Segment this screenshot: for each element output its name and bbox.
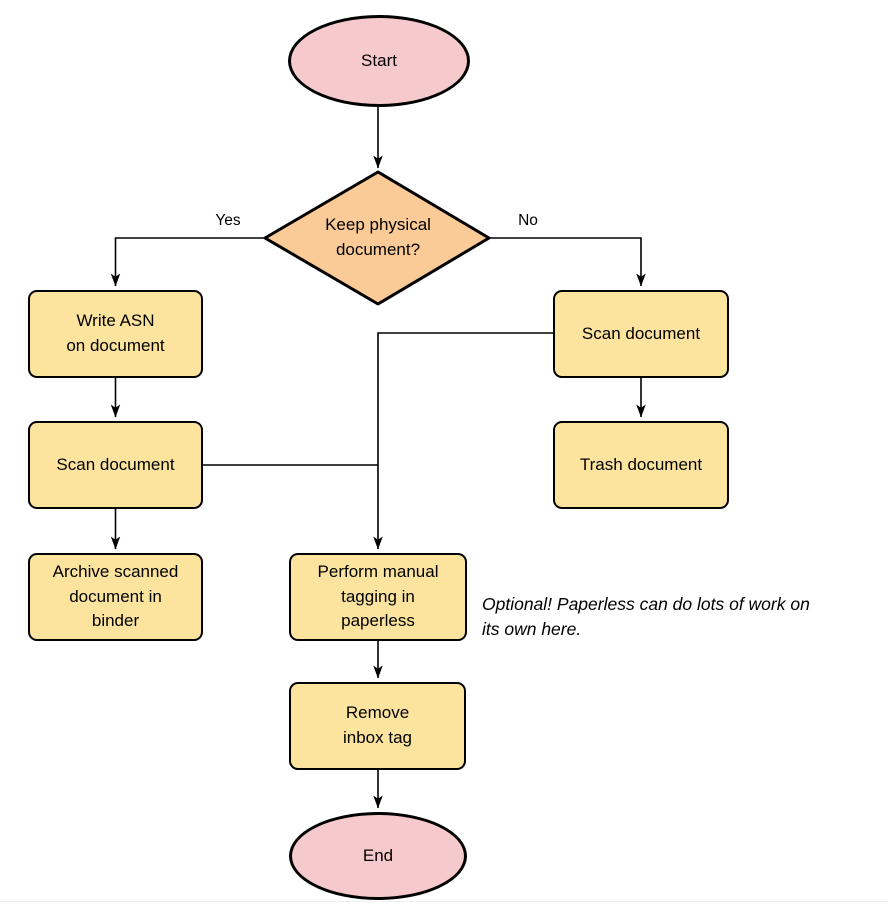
node-remove-inbox-tag: Remove inbox tag: [289, 682, 466, 770]
edge-scan-right-to-tagging: [373, 332, 553, 550]
node-write-asn-label: Write ASN on document: [66, 311, 165, 355]
node-start-label: Start: [361, 50, 397, 70]
node-decision-keep-physical: Keep physical document?: [293, 209, 463, 267]
edge-decision-no-to-scan-right: [489, 237, 646, 287]
node-end-label: End: [362, 845, 394, 865]
annotation-optional-note: Optional! Paperless can do lots of work …: [482, 594, 810, 639]
edge-label-yes: Yes: [215, 212, 241, 229]
edge-label-no: No: [518, 212, 538, 229]
node-write-asn: Write ASN on document: [28, 290, 203, 378]
node-scan-right-label: Scan document: [581, 323, 701, 343]
page-bottom-divider: [0, 901, 888, 902]
node-decision-label: Keep physical document?: [325, 215, 431, 259]
node-scan-document-right: Scan document: [553, 290, 729, 378]
decision-diamond-shape: [263, 170, 491, 306]
node-scan-document-left: Scan document: [28, 421, 203, 509]
node-trash-document: Trash document: [553, 421, 729, 509]
node-tagging-label: Perform manual tagging in paperless: [317, 562, 439, 631]
node-archive-scanned: Archive scanned document in binder: [28, 553, 203, 641]
node-scan-left-label: Scan document: [56, 454, 175, 474]
node-end: End: [289, 812, 467, 900]
node-trash-label: Trash document: [579, 454, 703, 474]
node-archive-label: Archive scanned document in binder: [52, 562, 179, 631]
node-start: Start: [288, 15, 470, 107]
node-remove-inbox-label: Remove inbox tag: [343, 703, 412, 747]
node-manual-tagging: Perform manual tagging in paperless: [289, 553, 467, 641]
edge-decision-yes-to-write-asn: [110, 237, 265, 287]
